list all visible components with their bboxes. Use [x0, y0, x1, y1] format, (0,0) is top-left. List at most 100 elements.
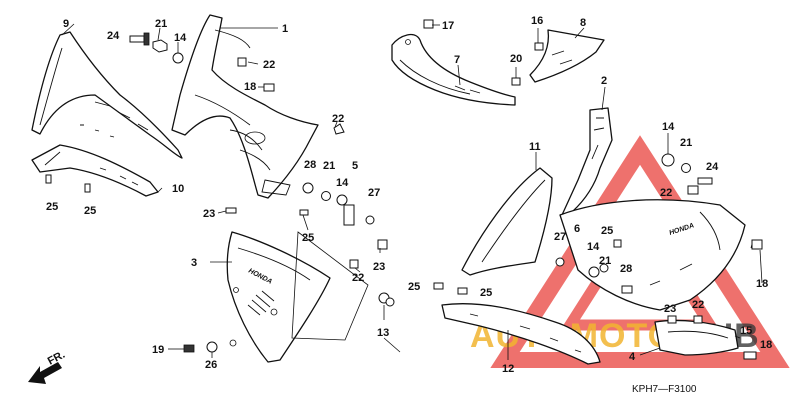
callout-21-upper: 21 — [155, 18, 167, 30]
front-direction-arrow: FR. — [28, 349, 67, 384]
screw-16 — [534, 42, 544, 51]
callout-6: 6 — [574, 223, 580, 235]
screw-18-lower-right — [743, 351, 757, 360]
clip-22-right — [687, 185, 699, 195]
bracket-5 — [343, 204, 355, 226]
callout-28-right: 28 — [620, 263, 632, 275]
screw-24-upper — [129, 35, 145, 43]
callout-25-lower-b: 25 — [480, 287, 492, 299]
callout-18-lower-right: 18 — [760, 339, 772, 351]
part-7-upper-panel — [391, 33, 516, 106]
nut-21-right-lower — [599, 263, 609, 273]
leader-lines — [61, 23, 763, 360]
callout-22-mid: 22 — [332, 113, 344, 125]
part-2-frame — [561, 107, 613, 216]
screw-25-mid — [299, 209, 309, 216]
callout-5: 5 — [352, 160, 358, 172]
callout-4: 4 — [629, 351, 636, 363]
screw-24-upper-head — [143, 32, 150, 46]
screw-20 — [511, 77, 521, 86]
callout-25-lower-a: 25 — [408, 281, 420, 293]
grommet-14-upper — [172, 52, 184, 64]
callout-25-left-b: 25 — [84, 205, 96, 217]
nut-13-b — [385, 297, 395, 307]
callout-21-mid: 21 — [323, 160, 335, 172]
screw-25-left-a — [45, 174, 52, 184]
callout-25-right: 25 — [601, 225, 613, 237]
screw-24-right — [697, 177, 713, 185]
callout-20: 20 — [510, 53, 522, 65]
screw-28-right — [621, 285, 633, 294]
callout-18-upper: 18 — [244, 81, 256, 93]
screw-18-upper — [263, 83, 275, 92]
callout-8: 8 — [580, 17, 586, 29]
part-9-cover — [31, 31, 183, 159]
clip-22-upper — [237, 57, 247, 67]
callout-23-right: 23 — [664, 303, 676, 315]
clip-23-right — [667, 315, 677, 324]
arrow-left-icon — [28, 362, 62, 384]
front-arrow-label: FR. — [46, 349, 67, 368]
callout-24-right: 24 — [706, 161, 719, 173]
washer-27-right — [555, 257, 565, 267]
nut-21-mid — [321, 191, 331, 201]
callout-13: 13 — [377, 327, 389, 339]
callout-23-mid: 23 — [203, 208, 215, 220]
callout-27-right: 27 — [554, 231, 566, 243]
callout-21-right-lower: 21 — [599, 255, 611, 267]
part-4-lower-cover — [654, 319, 739, 356]
part-1-inner-panel — [171, 14, 319, 199]
callout-9: 9 — [63, 18, 69, 30]
screw-25-right — [613, 239, 622, 248]
callout-16: 16 — [531, 15, 543, 27]
part-11-panel — [461, 167, 553, 276]
nut-21-upper — [152, 39, 168, 53]
callout-1: 1 — [282, 23, 288, 35]
callout-12: 12 — [502, 363, 514, 375]
washer-27-mid — [365, 215, 375, 225]
part-12-strip — [441, 303, 601, 365]
callout-2: 2 — [601, 75, 607, 87]
callout-14-right-lower: 14 — [587, 241, 600, 253]
callout-14-mid: 14 — [336, 177, 349, 189]
screw-25-lower-a — [433, 282, 444, 290]
washer-26 — [206, 341, 218, 353]
callout-3: 3 — [191, 257, 197, 269]
callout-labels: 9 24 21 14 1 22 18 22 28 21 5 14 27 10 2… — [46, 15, 772, 375]
hardware-items — [45, 19, 763, 360]
part-13-strip-panel — [291, 231, 369, 341]
callout-22-right: 22 — [660, 187, 672, 199]
callout-14-right: 14 — [662, 121, 675, 133]
grommet-14-right-lower — [588, 266, 600, 278]
callout-22-lower: 22 — [352, 272, 364, 284]
part-10-strip — [31, 144, 159, 197]
screw-23-lower — [377, 239, 388, 250]
callout-25-left-a: 25 — [46, 201, 58, 213]
callout-7: 7 — [454, 54, 460, 66]
screw-18-right — [751, 239, 763, 250]
callout-17: 17 — [442, 20, 454, 32]
clip-22-mid — [333, 123, 345, 135]
callout-19: 19 — [152, 344, 164, 356]
clip-22-right-lower — [693, 315, 703, 324]
clip-22-lower — [349, 259, 359, 269]
part-8-cover — [529, 29, 605, 83]
callout-25-mid: 25 — [302, 232, 314, 244]
bushing-28-mid — [302, 182, 314, 194]
callout-28-mid: 28 — [304, 159, 316, 171]
grommet-14-right — [661, 153, 675, 167]
nut-21-right — [681, 163, 691, 173]
callout-23-lower: 23 — [373, 261, 385, 273]
grommet-14-mid — [336, 194, 348, 206]
callout-14-upper: 14 — [174, 32, 187, 44]
callout-26: 26 — [205, 359, 217, 371]
screw-23-mid — [225, 207, 237, 214]
screw-25-left-b — [84, 183, 91, 193]
callout-11: 11 — [529, 141, 541, 153]
screw-17 — [423, 19, 434, 29]
screw-25-lower-b — [457, 287, 468, 295]
callout-21-right: 21 — [680, 137, 692, 149]
screw-19 — [183, 344, 195, 353]
callout-15: 15 — [740, 325, 752, 337]
